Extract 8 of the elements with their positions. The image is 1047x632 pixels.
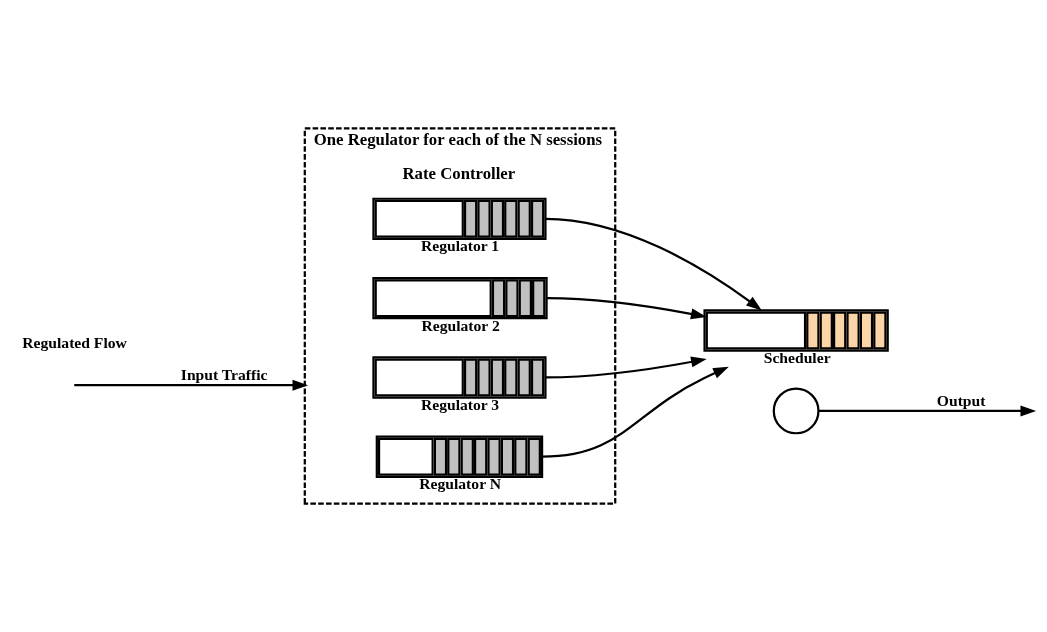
node-label: Regulator N [419,475,501,493]
node-label: Scheduler [763,349,831,367]
node-label: Regulator 2 [421,316,500,334]
edge-label: Input Traffic [180,365,268,383]
label: Regulated Flow [22,334,127,352]
node-label: Regulator 1 [420,237,500,255]
edge-label: Output [936,391,986,409]
node-label: Regulator 3 [420,396,500,414]
